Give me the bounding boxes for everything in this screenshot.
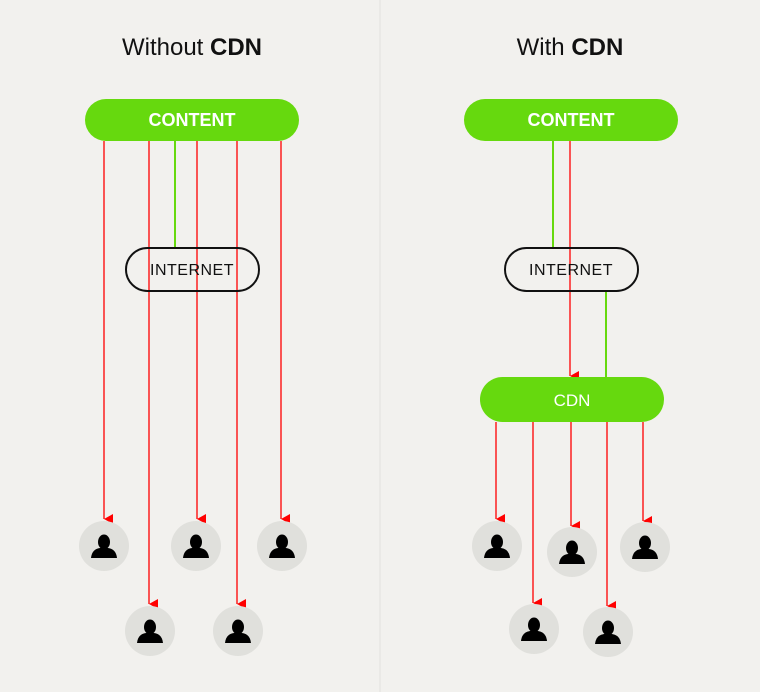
right-content-label: CONTENT (528, 110, 615, 130)
user-icon (125, 606, 175, 656)
without-cdn-panel: Without CDN CONTENT INTERNET (79, 34, 307, 656)
left-internet-label: INTERNET (150, 262, 234, 279)
user-icon (171, 521, 221, 571)
left-content-label: CONTENT (149, 110, 236, 130)
right-arrows (495, 141, 652, 611)
cdn-node (480, 377, 664, 422)
user-icon (79, 521, 129, 571)
right-internet-node (504, 247, 639, 292)
user-icon (472, 521, 522, 571)
right-content-node (464, 99, 678, 141)
with-cdn-panel: With CDN CONTENT INTERNET CDN (464, 34, 678, 657)
user-icon (213, 606, 263, 656)
user-icon (620, 522, 670, 572)
user-icon (509, 604, 559, 654)
user-icon (257, 521, 307, 571)
user-icon (547, 527, 597, 577)
cdn-label: CDN (554, 391, 591, 410)
right-title: With CDN (517, 34, 624, 61)
left-content-node (85, 99, 299, 141)
user-icon (583, 607, 633, 657)
left-title: Without CDN (122, 34, 262, 61)
left-arrows (103, 141, 290, 609)
right-internet-label: INTERNET (529, 262, 613, 279)
left-internet-node (125, 247, 260, 292)
